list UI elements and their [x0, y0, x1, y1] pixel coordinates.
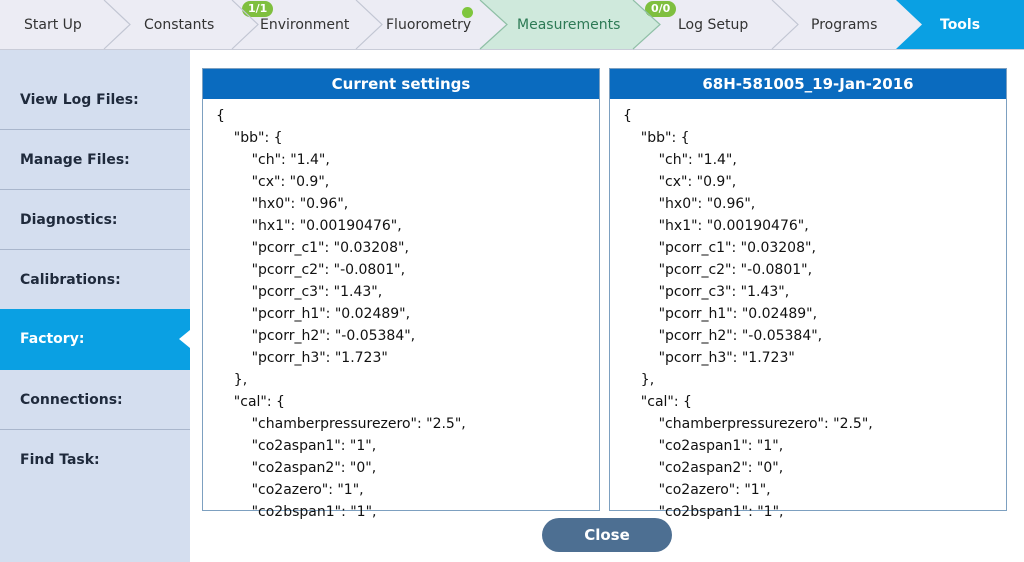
settings-line: "co2bspan1": "1",	[623, 504, 784, 520]
active-pointer-icon	[179, 330, 190, 348]
settings-line: "co2aspan2": "0",	[623, 460, 784, 476]
settings-line: "co2azero": "1",	[216, 482, 364, 498]
settings-text-view[interactable]: { "bb": { "ch": "1.4", "cx": "0.9", "hx0…	[203, 99, 599, 520]
settings-line: "hx1": "0.00190476",	[216, 218, 402, 234]
settings-line: "cx": "0.9",	[216, 174, 330, 190]
settings-line: "pcorr_c3": "1.43",	[216, 284, 383, 300]
sidebar-item-label: Find Task:	[20, 452, 100, 468]
settings-line: "pcorr_c3": "1.43",	[623, 284, 790, 300]
tab-badge: 0/0	[645, 1, 677, 17]
tab-start-up[interactable]: Start Up	[0, 0, 130, 49]
settings-line: "pcorr_h2": "-0.05384",	[623, 328, 823, 344]
sidebar-item-label: Factory:	[20, 331, 85, 347]
sidebar-item-diagnostics[interactable]: Diagnostics:	[0, 190, 190, 250]
tab-tools-bg	[896, 0, 1024, 49]
settings-line: "pcorr_c1": "0.03208",	[623, 240, 816, 256]
settings-line: "pcorr_h2": "-0.05384",	[216, 328, 416, 344]
settings-text-view[interactable]: { "bb": { "ch": "1.4", "cx": "0.9", "hx0…	[610, 99, 1006, 520]
settings-line: "pcorr_h3": "1.723"	[216, 350, 388, 366]
sidebar-item-find-task[interactable]: Find Task:	[0, 430, 190, 490]
sidebar-item-calibrations[interactable]: Calibrations:	[0, 250, 190, 310]
tab-label: Log Setup	[678, 17, 749, 33]
settings-line: {	[623, 108, 632, 124]
tab-log-setup[interactable]: 0/0 Log Setup	[636, 0, 776, 49]
settings-line: "pcorr_c2": "-0.0801",	[623, 262, 813, 278]
settings-line: "co2aspan1": "1",	[623, 438, 784, 454]
settings-line: "pcorr_c2": "-0.0801",	[216, 262, 406, 278]
settings-line: "cx": "0.9",	[623, 174, 737, 190]
status-dot-icon	[462, 7, 473, 18]
tab-label: Fluorometry	[386, 17, 472, 33]
settings-line: "chamberpressurezero": "2.5",	[623, 416, 873, 432]
tab-label: Environment	[260, 17, 350, 33]
sidebar-item-label: Manage Files:	[20, 152, 130, 168]
tab-constants[interactable]: Constants	[104, 0, 252, 49]
tab-label: Programs	[811, 17, 878, 33]
settings-line: "cal": {	[623, 394, 692, 410]
sidebar-item-view-log-files[interactable]: View Log Files:	[0, 70, 190, 130]
sidebar-item-manage-files[interactable]: Manage Files:	[0, 130, 190, 190]
tab-environment[interactable]: 1/1 Environment	[232, 0, 382, 49]
settings-line: "hx0": "0.96",	[216, 196, 349, 212]
sidebar-item-factory[interactable]: Factory:	[0, 309, 190, 370]
tab-label: Constants	[144, 17, 215, 33]
settings-line: "pcorr_h1": "0.02489",	[216, 306, 411, 322]
settings-line: },	[623, 372, 655, 388]
tab-programs[interactable]: Programs	[772, 0, 902, 49]
tab-badge: 1/1	[242, 1, 274, 17]
sidebar-item-label: View Log Files:	[20, 92, 139, 108]
settings-line: "co2aspan2": "0",	[216, 460, 377, 476]
panel-title: Current settings	[203, 69, 599, 99]
settings-line: "chamberpressurezero": "2.5",	[216, 416, 466, 432]
sidebar-item-label: Connections:	[20, 392, 123, 408]
settings-line: "bb": {	[216, 130, 283, 146]
settings-line: "hx1": "0.00190476",	[623, 218, 809, 234]
tab-measurements-bg	[480, 0, 660, 49]
sidebar-item-connections[interactable]: Connections:	[0, 370, 190, 430]
settings-line: "bb": {	[623, 130, 690, 146]
settings-line: "co2aspan1": "1",	[216, 438, 377, 454]
sidebar: View Log Files: Manage Files: Diagnostic…	[0, 50, 190, 562]
tab-measurements[interactable]: Measurements	[506, 0, 646, 49]
tab-label: Measurements	[517, 17, 621, 33]
settings-line: "pcorr_c1": "0.03208",	[216, 240, 409, 256]
tab-tools[interactable]: Tools	[922, 0, 1024, 49]
settings-line: "pcorr_h3": "1.723"	[623, 350, 795, 366]
settings-line: "pcorr_h1": "0.02489",	[623, 306, 818, 322]
file-settings-panel: 68H-581005_19-Jan-2016 { "bb": { "ch": "…	[609, 68, 1007, 520]
current-settings-panel: Current settings { "bb": { "ch": "1.4", …	[202, 68, 600, 520]
top-tab-bar: Start Up Constants 1/1 Environment Fluor…	[0, 0, 1024, 50]
tab-label: Start Up	[24, 17, 82, 33]
settings-line: "cal": {	[216, 394, 285, 410]
settings-line: "ch": "1.4",	[216, 152, 330, 168]
tab-fluorometry[interactable]: Fluorometry	[356, 0, 506, 49]
settings-line: },	[216, 372, 248, 388]
settings-line: "ch": "1.4",	[623, 152, 737, 168]
tab-label: Tools	[940, 17, 981, 33]
panel-title: 68H-581005_19-Jan-2016	[610, 69, 1006, 99]
close-button[interactable]: Close	[542, 518, 672, 552]
settings-line: "hx0": "0.96",	[623, 196, 756, 212]
settings-line: {	[216, 108, 225, 124]
sidebar-item-label: Diagnostics:	[20, 212, 118, 228]
settings-line: "co2azero": "1",	[623, 482, 771, 498]
sidebar-item-label: Calibrations:	[20, 272, 121, 288]
settings-line: "co2bspan1": "1",	[216, 504, 377, 520]
tab-separators	[103, 0, 799, 50]
